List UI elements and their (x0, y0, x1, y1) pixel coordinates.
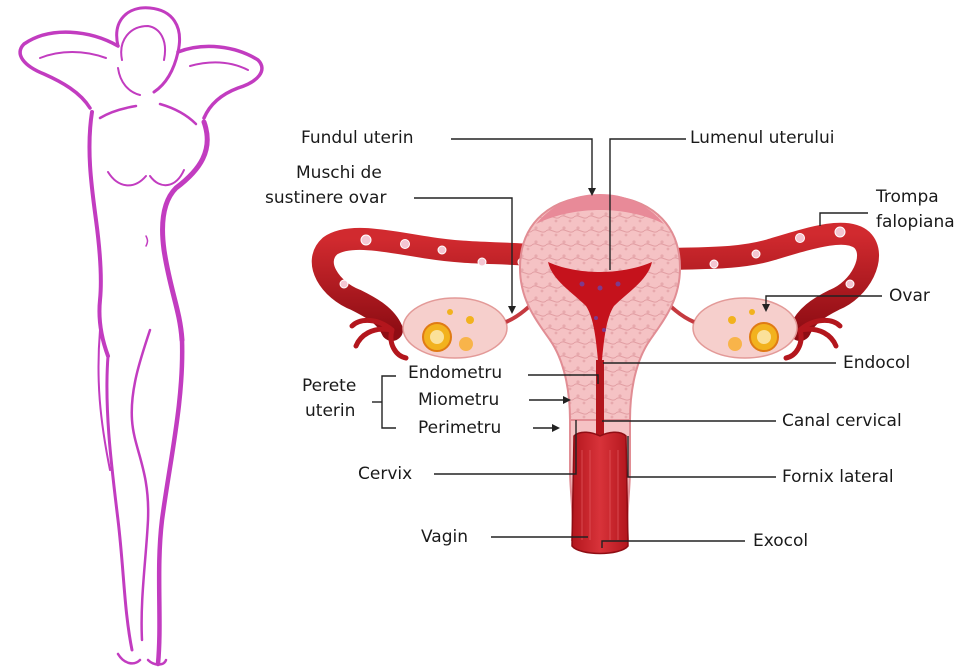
label-cervix: Cervix (358, 464, 412, 484)
label-trompa-line1: Trompa (876, 187, 939, 207)
label-trompa-line2: falopiana (876, 212, 955, 232)
label-endometru: Endometru (408, 363, 502, 383)
label-perete-line1: Perete (302, 376, 356, 396)
label-muschi-line1: Muschi de (296, 163, 382, 183)
label-perimetru: Perimetru (418, 418, 501, 438)
label-vagin: Vagin (421, 527, 468, 547)
label-endocol: Endocol (843, 353, 910, 373)
label-miometru: Miometru (418, 390, 499, 410)
label-canal-cervical: Canal cervical (782, 411, 902, 431)
label-exocol: Exocol (753, 531, 808, 551)
label-fundul-uterin: Fundul uterin (301, 128, 413, 148)
label-fornix-lateral: Fornix lateral (782, 467, 894, 487)
label-ovar: Ovar (889, 286, 930, 306)
label-perete-line2: uterin (305, 401, 355, 421)
label-muschi-line2: sustinere ovar (265, 188, 386, 208)
label-lumenul-uterului: Lumenul uterului (690, 128, 835, 148)
